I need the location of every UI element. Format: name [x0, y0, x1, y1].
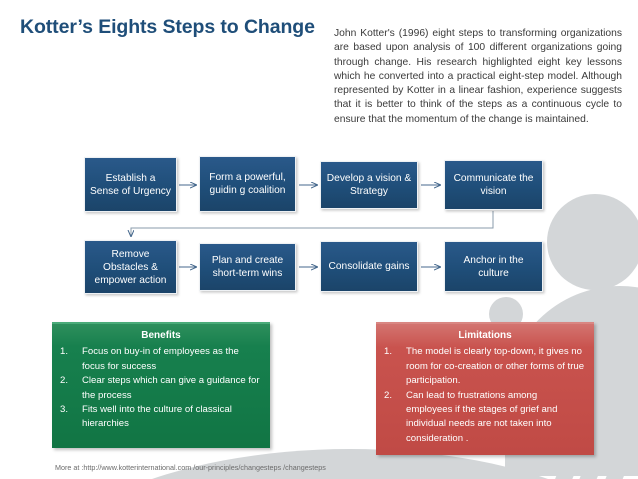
step-box-3[interactable]: Develop a vision & Strategy: [320, 161, 418, 209]
list-item-text: The model is clearly top-down, it gives …: [406, 346, 585, 387]
benefits-title: Benefits: [141, 330, 181, 341]
step-box-1[interactable]: Establish a Sense of Urgency: [84, 157, 177, 212]
list-item-text: Can lead to frustrations among employees…: [406, 389, 558, 444]
list-item-number: 2.: [384, 389, 393, 401]
list-item-text: Clear steps which can give a guidance fo…: [82, 375, 260, 401]
list-item-number: 2.: [60, 375, 69, 387]
list-item: 2. Can lead to frustrations among employ…: [382, 389, 586, 447]
step-box-2[interactable]: Form a powerful, guidin g coalition: [199, 156, 296, 212]
step-label: Plan and create short-term wins: [211, 255, 284, 279]
limitations-callout: Limitations 1. The model is clearly top-…: [376, 322, 594, 455]
step-box-8[interactable]: Anchor in the culture: [444, 241, 543, 292]
person-head-decoration: [547, 194, 638, 290]
intro-paragraph: John Kotter's (1996) eight steps to tran…: [334, 28, 622, 125]
list-item: 1. Focus on buy-in of employees as the f…: [58, 345, 262, 374]
source-footer-link[interactable]: More at :http://www.kotterinternational.…: [55, 463, 326, 472]
step-label: Communicate the vision: [453, 173, 534, 197]
step-label: Anchor in the culture: [463, 254, 524, 279]
limitations-list: 1. The model is clearly top-down, it giv…: [376, 345, 594, 446]
step-label: Establish a Sense of Urgency: [90, 172, 171, 197]
list-item-number: 3.: [60, 404, 69, 416]
page-title: Kotter’s Eights Steps to Change: [20, 16, 315, 38]
step-label: Form a powerful, guidin g coalition: [209, 172, 286, 196]
list-item: 2. Clear steps which can give a guidance…: [58, 374, 262, 403]
step-box-7[interactable]: Consolidate gains: [320, 241, 418, 292]
step-box-6[interactable]: Plan and create short-term wins: [199, 243, 296, 291]
step-label: Develop a vision & Strategy: [326, 173, 412, 197]
step-label: Remove Obstacles & empower action: [94, 248, 167, 286]
diagonal-stripe-decoration: [509, 452, 581, 479]
list-item-text: Focus on buy-in of employees as the focu…: [82, 346, 239, 372]
list-item-number: 1.: [384, 346, 393, 358]
list-item: 3. Fits well into the culture of classic…: [58, 403, 262, 432]
step-label: Consolidate gains: [328, 261, 410, 272]
step-box-5[interactable]: Remove Obstacles & empower action: [84, 240, 177, 294]
list-item-number: 1.: [60, 346, 69, 358]
limitations-title: Limitations: [458, 330, 512, 341]
step-box-4[interactable]: Communicate the vision: [444, 160, 543, 210]
list-item: 1. The model is clearly top-down, it giv…: [382, 345, 586, 388]
benefits-list: 1. Focus on buy-in of employees as the f…: [52, 345, 270, 431]
list-item-text: Fits well into the culture of classical …: [82, 404, 232, 430]
benefits-callout: Benefits 1. Focus on buy-in of employees…: [52, 322, 270, 448]
